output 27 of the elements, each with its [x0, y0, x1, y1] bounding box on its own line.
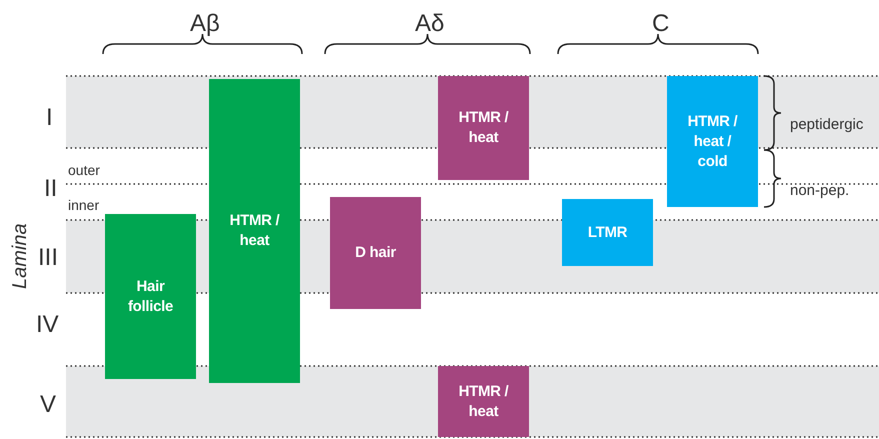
fiber-type-label: C: [652, 12, 670, 36]
axis-title: Lamina: [10, 223, 30, 289]
termination-bar: [438, 366, 529, 437]
bar-label: D hair: [355, 243, 396, 263]
sublayer-label: outer: [68, 163, 100, 177]
lamina-numeral: IV: [36, 313, 59, 337]
bar-label: LTMR: [588, 222, 628, 242]
termination-bar: [105, 214, 196, 379]
termination-bar: [667, 76, 758, 207]
fiber-type-label: Aδ: [415, 12, 444, 36]
bar-label: HTMR / heat: [228, 211, 280, 251]
sublayer-label: inner: [68, 198, 100, 212]
bar-label: HTMR / heat: [458, 108, 510, 148]
termination-bar: [438, 76, 529, 180]
lamina-numeral: V: [40, 393, 56, 417]
fiber-type-label: Aβ: [190, 12, 220, 36]
bar-label: HTMR / heat / cold: [686, 112, 738, 172]
lamina-numeral: III: [38, 246, 58, 270]
termination-bar: [562, 199, 653, 266]
termination-bar: [209, 79, 300, 383]
bar-label: Hair follicle: [126, 276, 174, 316]
fiber-class-label: peptidergic: [790, 117, 864, 132]
fiber-class-label: non-pep.: [790, 183, 850, 198]
lamina-numeral: II: [44, 177, 58, 201]
bar-label: HTMR / heat: [458, 382, 510, 422]
lamina-numeral: I: [46, 106, 53, 130]
termination-bar: [330, 197, 421, 309]
